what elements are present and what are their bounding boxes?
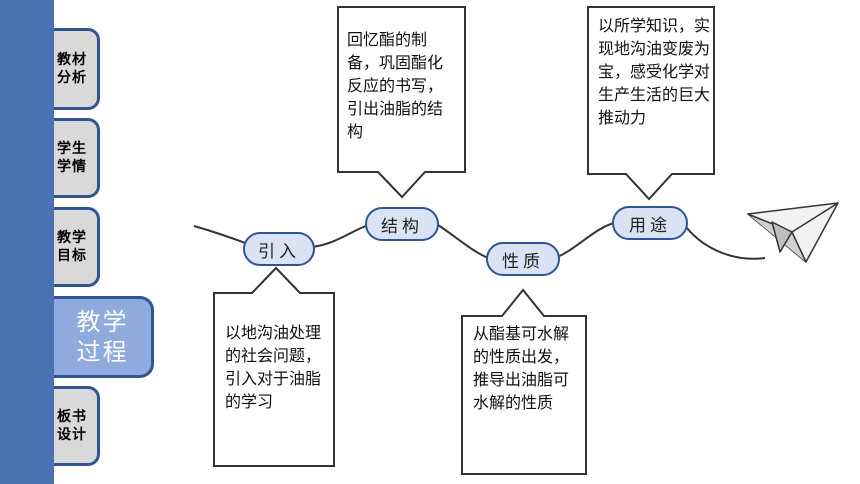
node-intro-label: 引入 [258,241,300,262]
tab-teaching-process-label: 教学 过程 [76,308,129,366]
sidebar-bar [0,0,54,484]
tab-board-design-label: 板书 设计 [57,409,87,443]
tab-board-design[interactable]: 板书 设计 [54,386,100,466]
node-property-label: 性质 [502,251,544,272]
flow-wave-line [193,222,766,260]
paper-plane-icon [747,202,839,263]
node-structure: 结构 [365,207,439,241]
callout-usage-text: 以所学知识，实现地沟油变废为宝，感受化学对生产生活的巨大推动力 [598,16,711,127]
tab-teaching-process[interactable]: 教学 过程 [54,296,154,378]
callout-usage-shape [587,6,715,201]
node-usage-label: 用途 [629,215,671,236]
callout-intro-shape [213,266,335,467]
node-usage: 用途 [612,206,688,240]
tab-student-analysis[interactable]: 学生 学情 [54,118,100,198]
tab-teaching-goals[interactable]: 教学 目标 [54,207,100,287]
tab-textbook-analysis[interactable]: 教材 分析 [54,28,100,110]
tab-student-analysis-label: 学生 学情 [57,141,87,175]
callout-structure-shape [337,6,466,199]
callout-property-text: 从酯基可水解的性质出发，推导出油脂可水解的性质 [473,324,570,412]
callout-intro-text: 以地沟油处理的社会问题，引入对于油脂的学习 [225,323,322,411]
tab-textbook-analysis-label: 教材 分析 [57,52,87,86]
node-intro: 引入 [243,232,315,266]
tab-teaching-goals-label: 教学 目标 [57,230,87,264]
node-structure-label: 结构 [381,216,423,237]
callout-structure-text: 回忆酯的制备，巩固酯化反应的书写，引出油脂的结构 [347,30,444,141]
callout-property-shape [461,288,587,475]
node-property: 性质 [486,242,560,276]
